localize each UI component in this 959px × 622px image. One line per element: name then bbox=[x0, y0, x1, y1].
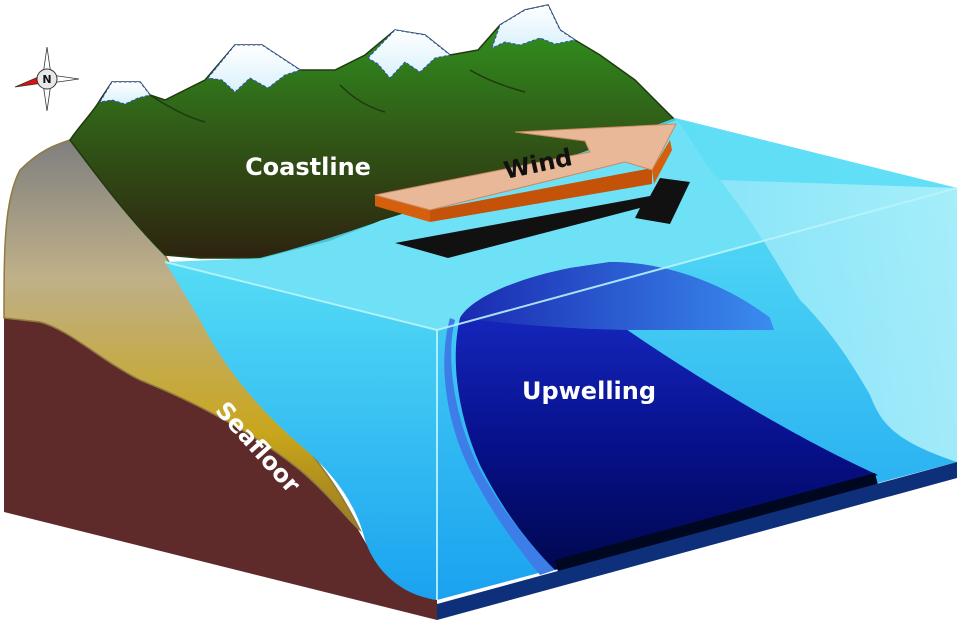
ridge-line bbox=[149, 94, 206, 123]
wind-arrow-side bbox=[430, 168, 652, 222]
upwelling-plume-edge bbox=[444, 318, 555, 575]
wind-arrow-top bbox=[374, 123, 677, 211]
snow-cap bbox=[491, 4, 577, 49]
upwelling-floor bbox=[555, 473, 878, 572]
coastline-label: Coastline bbox=[245, 153, 371, 181]
wind-arrow-side bbox=[375, 195, 430, 222]
ocean-front-face bbox=[165, 262, 437, 600]
upwelling-plume bbox=[455, 262, 878, 570]
wind-arrow-side bbox=[652, 140, 672, 184]
wind-shadow bbox=[395, 178, 690, 258]
ridge-line bbox=[339, 84, 386, 113]
compass-north-label: N bbox=[42, 73, 51, 86]
snow-cap bbox=[99, 81, 151, 105]
snow-cap bbox=[207, 44, 302, 93]
ridge-line bbox=[469, 69, 526, 93]
bedrock bbox=[4, 318, 437, 620]
box-base bbox=[437, 462, 957, 620]
upwelling-label: Upwelling bbox=[522, 377, 656, 405]
snow-cap bbox=[367, 29, 452, 79]
upwelling-surface bbox=[460, 262, 774, 330]
ocean-right-slope bbox=[720, 180, 957, 462]
compass-rose-icon bbox=[14, 46, 80, 112]
